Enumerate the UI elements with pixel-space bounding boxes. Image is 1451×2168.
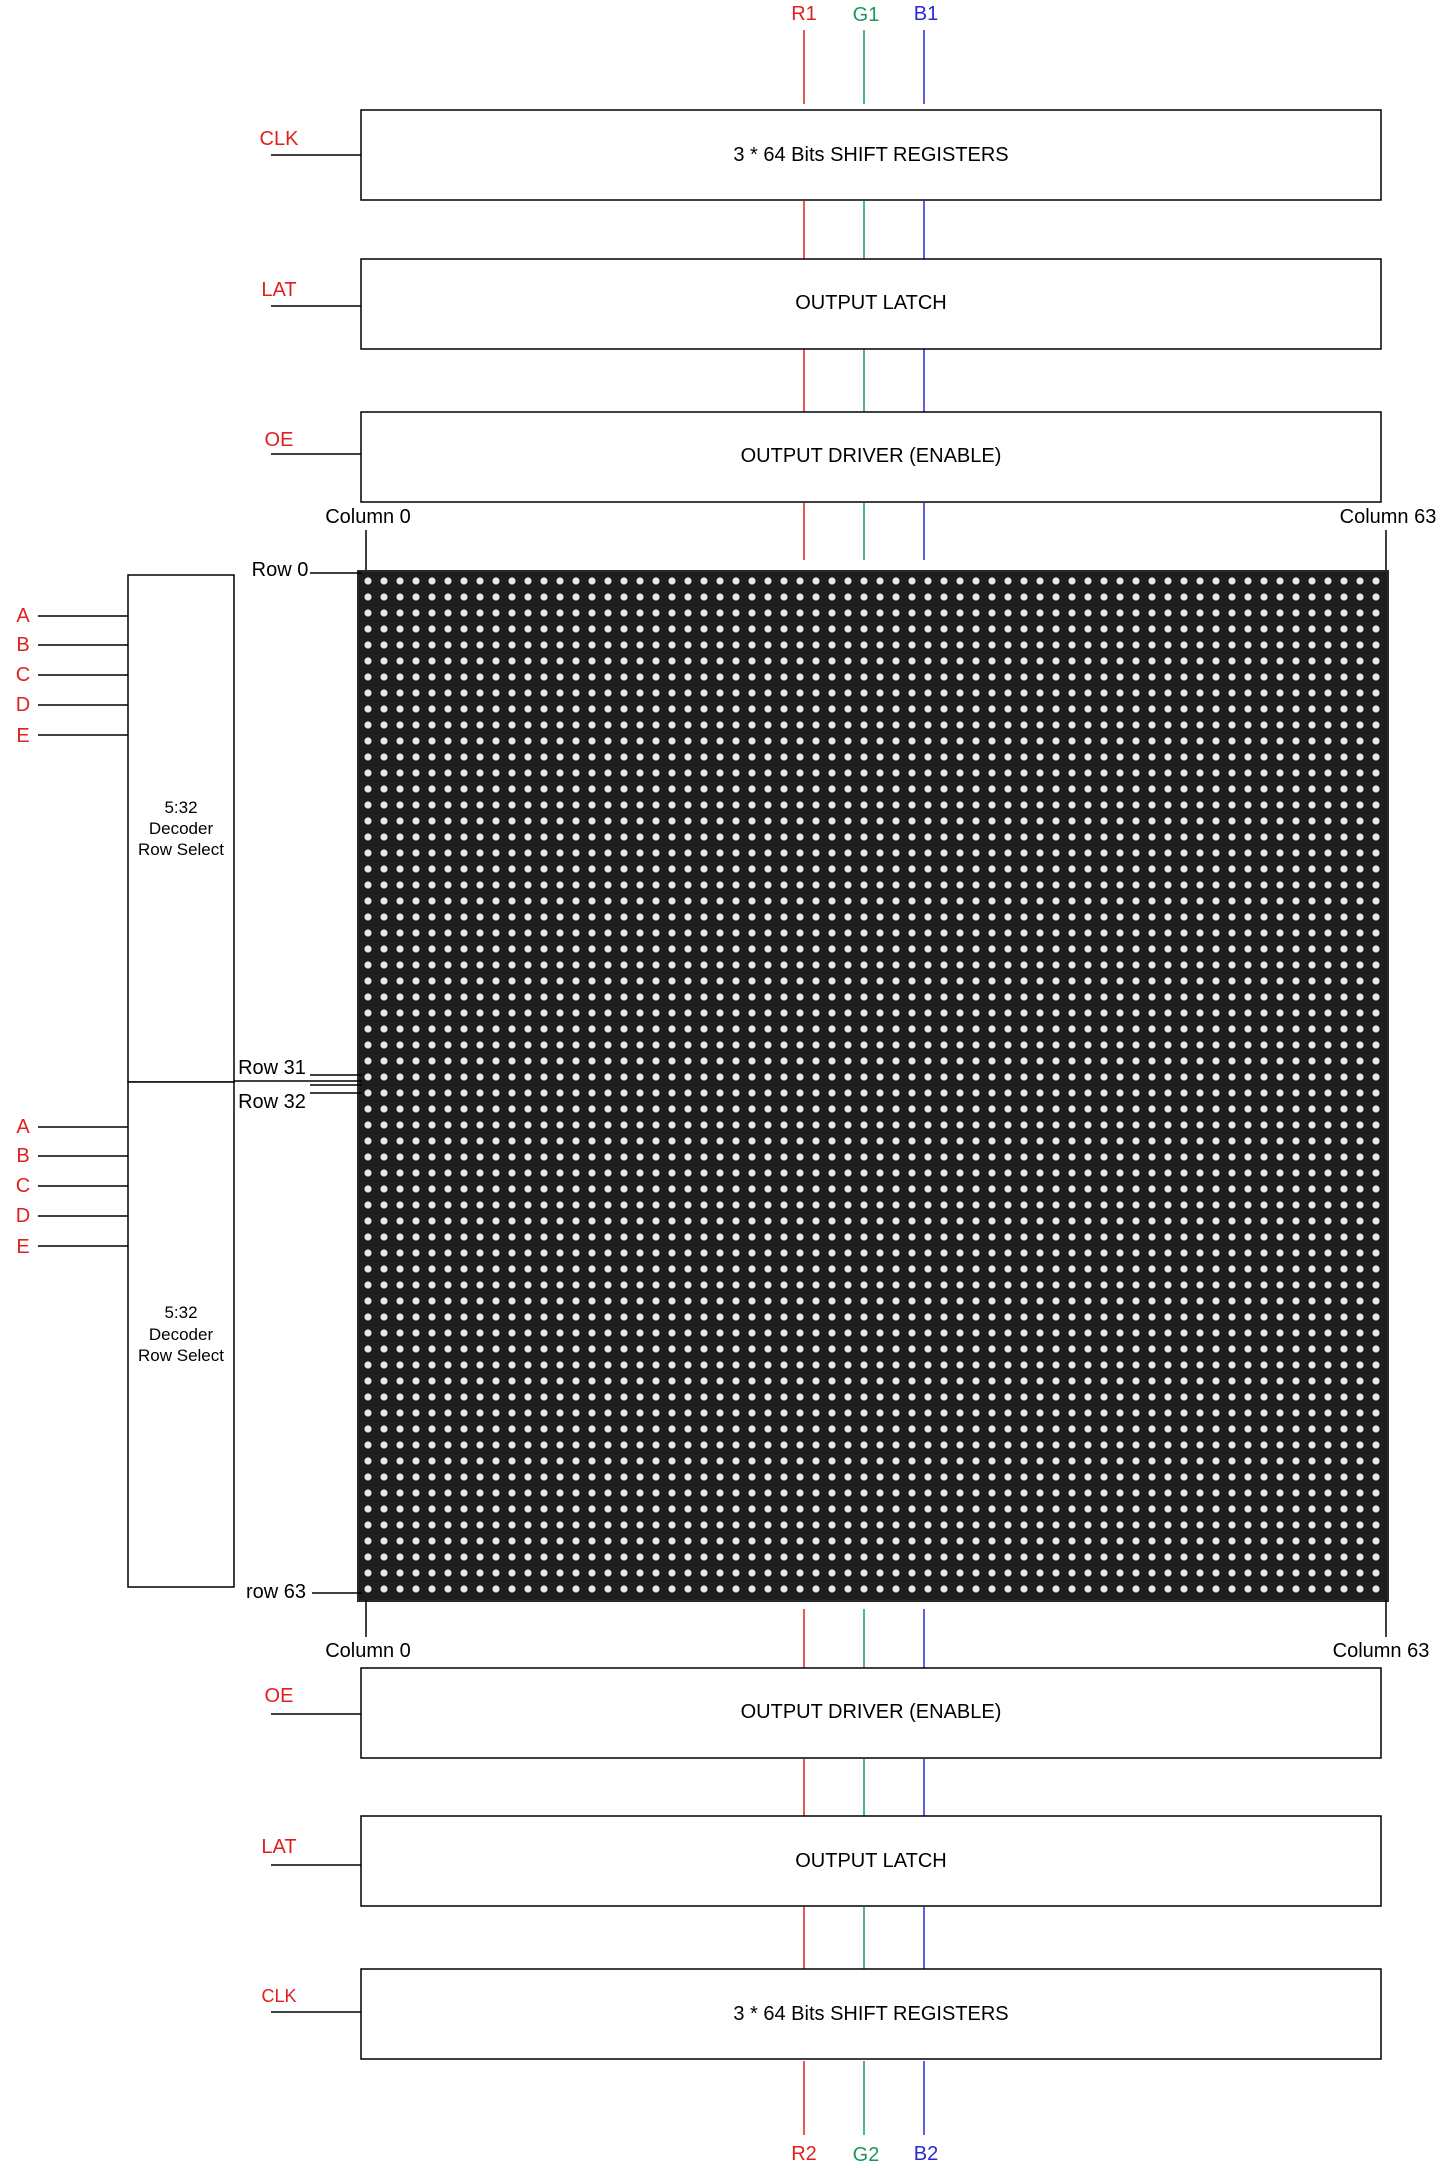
bottom-column-first-label: Column 0	[325, 1640, 411, 1662]
row-31-label: Row 31	[238, 1057, 306, 1079]
g2-label: G2	[853, 2144, 880, 2166]
decoder-bottom-input-c: C	[16, 1175, 30, 1197]
top-clk-label: CLK	[260, 128, 300, 150]
b2-label: B2	[914, 2143, 938, 2165]
bottom-shift-register-label: 3 * 64 Bits SHIFT REGISTERS	[733, 2003, 1008, 2025]
b1-label: B1	[914, 3, 938, 25]
decoder-bottom-input-a: A	[16, 1116, 30, 1138]
decoder-top-ratio: 5:32	[164, 798, 197, 817]
bottom-shift-register: 3 * 64 Bits SHIFT REGISTERS CLK	[261, 1968, 1382, 2060]
decoder-top-input-b: B	[16, 634, 29, 656]
decoder-bottom-function: Row Select	[138, 1346, 224, 1365]
top-output-driver-label: OUTPUT DRIVER (ENABLE)	[741, 445, 1002, 467]
decoder-bottom: 5:32 Decoder Row Select A B C D E	[16, 1081, 235, 1588]
bottom-output-latch: OUTPUT LATCH LAT	[261, 1815, 1382, 1907]
top-oe-label: OE	[265, 429, 294, 451]
top-output-driver: OUTPUT DRIVER (ENABLE) OE	[265, 411, 1382, 503]
top-shift-register-label: 3 * 64 Bits SHIFT REGISTERS	[733, 144, 1008, 166]
decoder-top-function: Row Select	[138, 840, 224, 859]
r1-label: R1	[791, 3, 817, 25]
g1-label: G1	[853, 4, 880, 26]
top-shift-register: 3 * 64 Bits SHIFT REGISTERS CLK	[260, 109, 1382, 201]
top-stack-connectors	[803, 201, 925, 560]
row-32-label: Row 32	[238, 1091, 306, 1113]
decoder-top-input-d: D	[16, 694, 30, 716]
decoder-top-name: Decoder	[149, 819, 214, 838]
bottom-lat-label: LAT	[261, 1836, 296, 1858]
decoder-top: 5:32 Decoder Row Select A B C D E	[16, 574, 235, 1083]
row-63-label: row 63	[246, 1581, 306, 1603]
bottom-output-driver: OUTPUT DRIVER (ENABLE) OE	[265, 1667, 1382, 1759]
decoder-bottom-input-b: B	[16, 1145, 29, 1167]
decoder-bottom-input-e: E	[16, 1236, 29, 1258]
bottom-rgb-outputs: R2 G2 B2	[791, 2061, 938, 2166]
bottom-stack-connectors	[803, 1609, 925, 1969]
bottom-output-latch-label: OUTPUT LATCH	[795, 1850, 947, 1872]
top-column-first-label: Column 0	[325, 506, 411, 528]
top-column-last-label: Column 63	[1340, 506, 1437, 528]
decoder-bottom-name: Decoder	[149, 1325, 214, 1344]
decoder-bottom-ratio: 5:32	[164, 1303, 197, 1322]
led-matrix-panel	[357, 570, 1389, 1602]
r2-label: R2	[791, 2143, 817, 2165]
bottom-oe-label: OE	[265, 1685, 294, 1707]
decoder-top-input-e: E	[16, 725, 29, 747]
top-rgb-inputs: R1 G1 B1	[791, 3, 938, 104]
decoder-top-input-c: C	[16, 664, 30, 686]
decoder-bottom-input-d: D	[16, 1205, 30, 1227]
top-lat-label: LAT	[261, 279, 296, 301]
bottom-output-driver-label: OUTPUT DRIVER (ENABLE)	[741, 1701, 1002, 1723]
row-0-label: Row 0	[252, 559, 309, 581]
bottom-clk-label: CLK	[261, 1986, 296, 2006]
decoder-top-input-a: A	[16, 605, 30, 627]
row-labels: Row 0 Row 31 Row 32 row 63	[238, 559, 362, 1603]
top-output-latch: OUTPUT LATCH LAT	[261, 258, 1382, 350]
top-output-latch-label: OUTPUT LATCH	[795, 292, 947, 314]
bottom-column-last-label: Column 63	[1333, 1640, 1430, 1662]
